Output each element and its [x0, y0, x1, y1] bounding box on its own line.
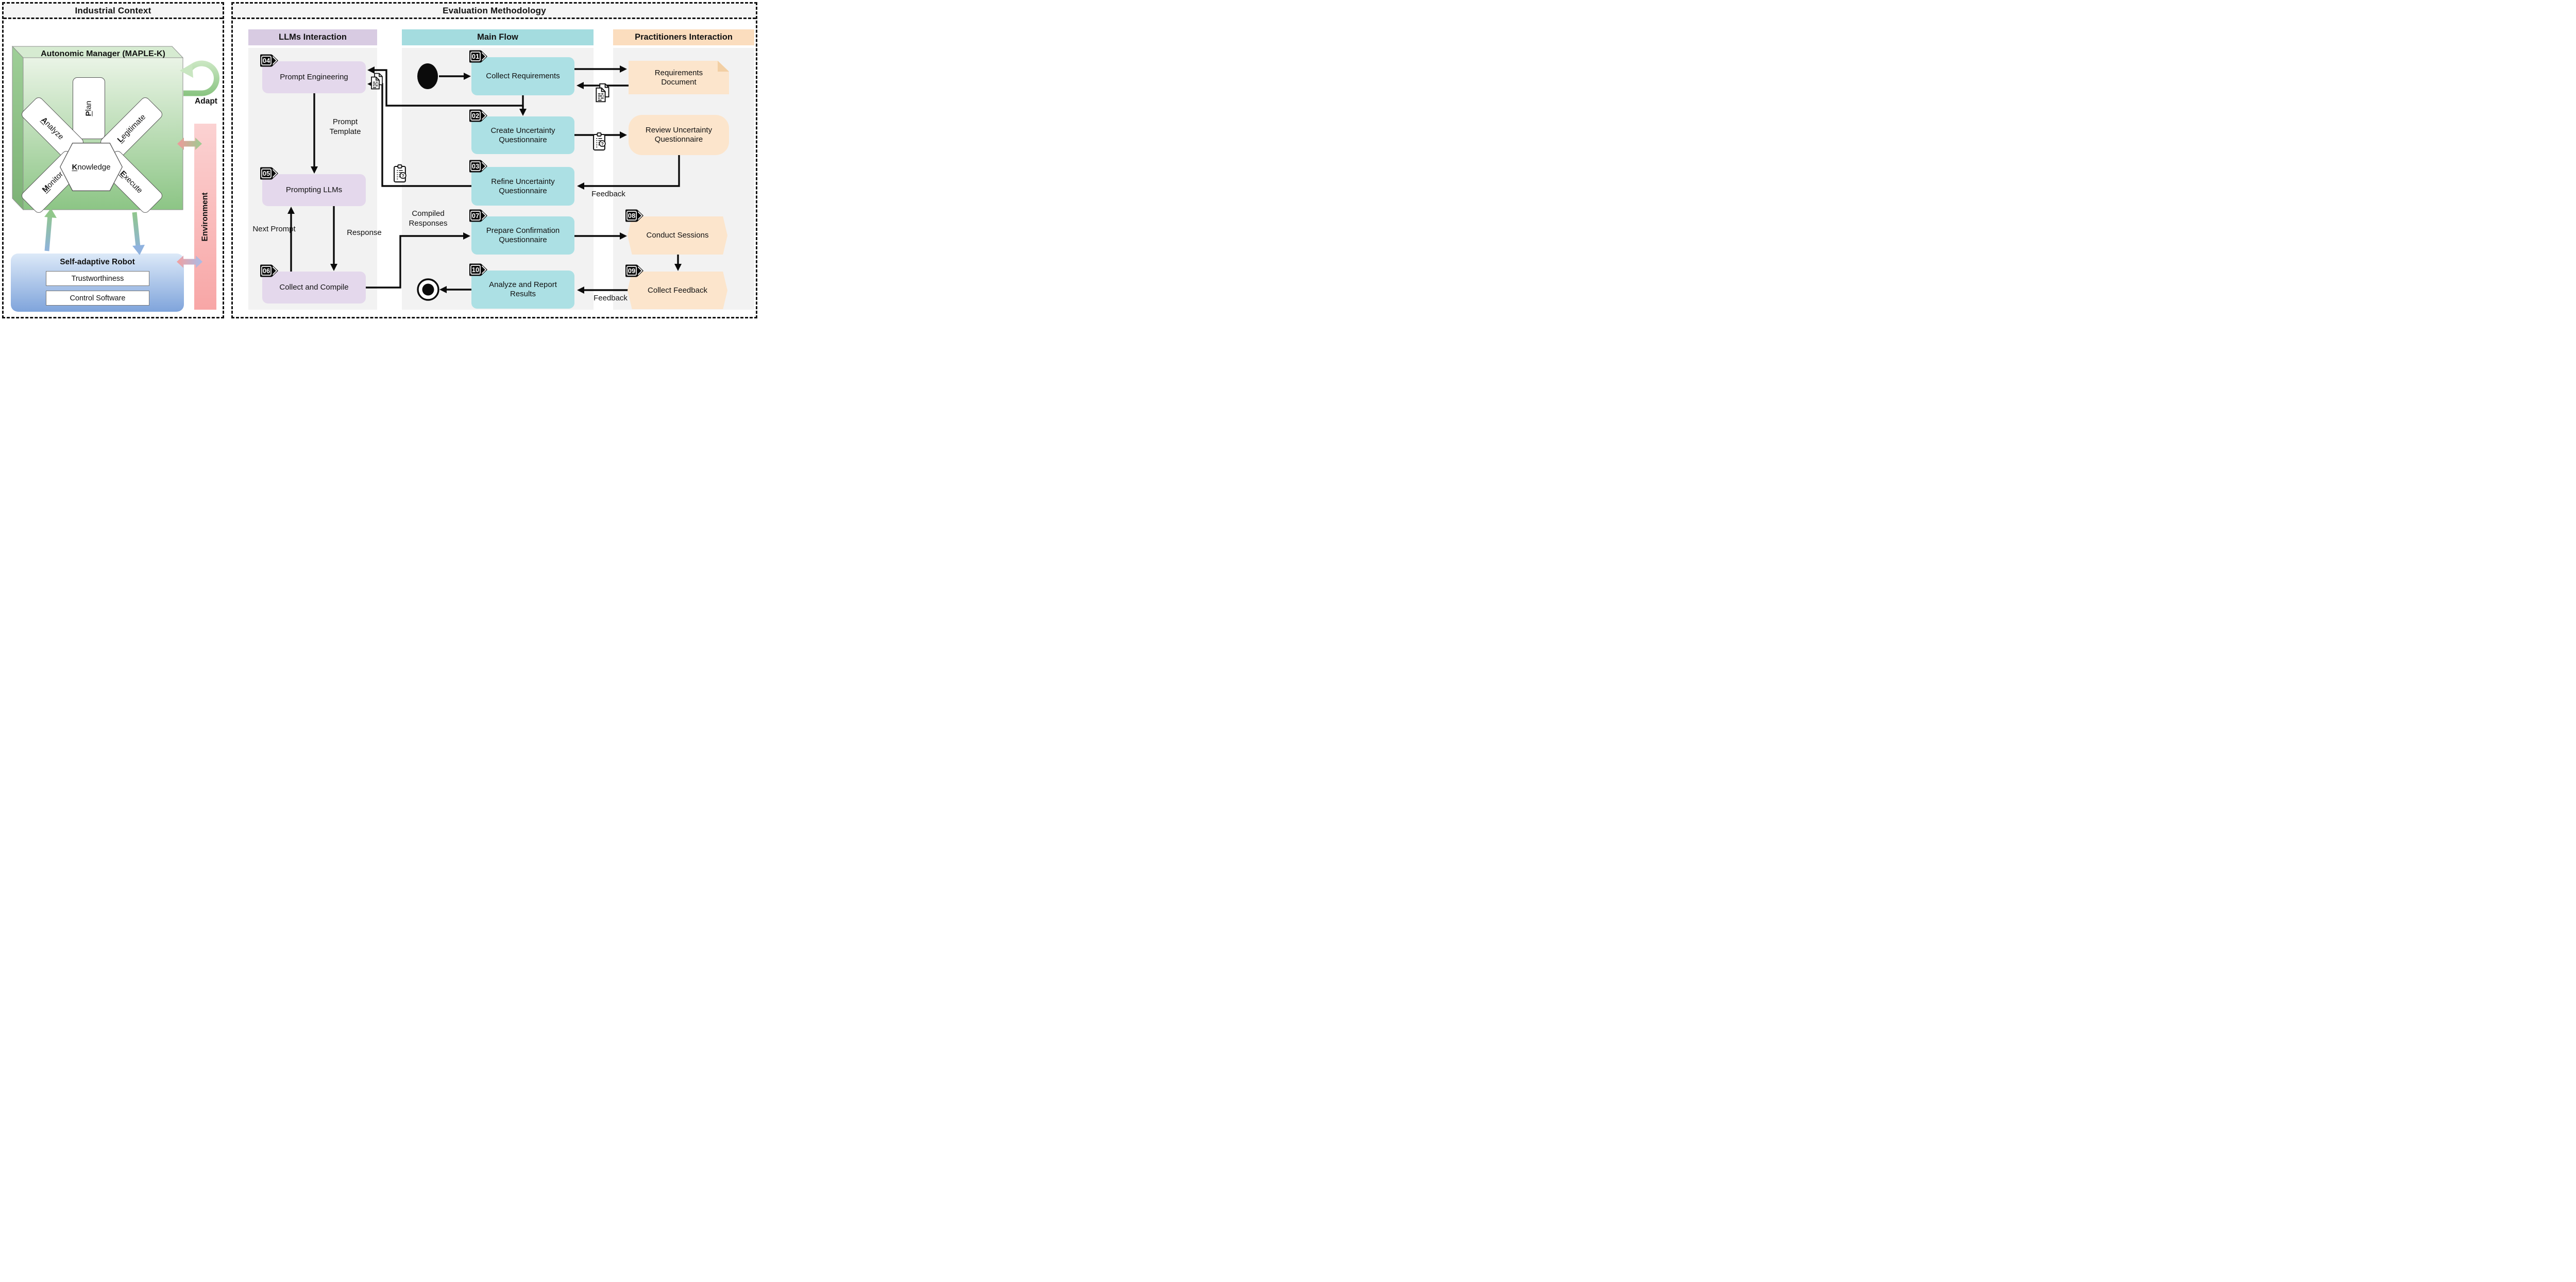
- hexagon-shape: [628, 272, 727, 309]
- column-header-main-flow: Main Flow: [402, 29, 594, 45]
- industrial-context-title: Industrial Context: [4, 4, 223, 19]
- column-header-llms-interaction: LLMs Interaction: [248, 29, 377, 45]
- node-prepare-confirmation-questionnaire: Prepare Confirmation Questionnaire: [471, 216, 574, 255]
- node-review-uncertainty-questionnaire: Review Uncertainty Questionnaire: [629, 115, 729, 155]
- edge-collect-requirements-branch: [367, 66, 527, 116]
- edge-review-uq-to-refine-uq: [577, 155, 680, 190]
- start-node: [417, 63, 438, 89]
- column-header-practitioners-interaction: Practitioners Interaction: [613, 29, 754, 45]
- edge-conduct-sessions-to-collect-feedback: [674, 255, 682, 271]
- environment-manager-double-arrow: [177, 138, 202, 150]
- edge-prompt-engineering-to-prompting-llms: [311, 93, 318, 174]
- documents-icon: [370, 73, 384, 90]
- document-shape: [629, 61, 729, 94]
- svg-text:02: 02: [472, 112, 479, 120]
- edge-collect-compile-to-prepare-cq: [366, 232, 470, 289]
- node-prompting-llms: Prompting LLMs: [262, 174, 366, 206]
- badge-step-01: 01: [468, 49, 488, 63]
- edge-collect-requirements-to-requirements-document: [574, 65, 627, 73]
- industrial-context-panel: Industrial Context: [2, 2, 224, 318]
- edge-label-response: Response: [347, 228, 382, 237]
- badge-step-04: 04: [259, 54, 279, 68]
- documents-icon: [595, 83, 611, 103]
- svg-text:10: 10: [472, 266, 479, 274]
- badge-step-03: 03: [468, 159, 488, 173]
- edge-refine-uq-to-prompt-engineering: [367, 80, 471, 187]
- robot-item-trustworthiness: Trustworthiness: [46, 271, 149, 286]
- svg-text:04: 04: [263, 57, 270, 64]
- edge-label-compiled-responses: Compiled Responses: [409, 209, 448, 228]
- edge-label-feedback-review: Feedback: [591, 190, 625, 198]
- execute-down-arrow: [132, 212, 145, 255]
- edge-label-prompt-template: Prompt Template: [329, 117, 361, 136]
- node-refine-uncertainty-questionnaire: Refine Uncertainty Questionnaire: [471, 167, 574, 206]
- adapt-loop-arrow: [180, 60, 219, 96]
- svg-text:06: 06: [263, 267, 270, 275]
- questionnaire-clipboard-icon: ?: [393, 164, 408, 183]
- node-collect-feedback: Collect Feedback: [628, 272, 727, 309]
- svg-text:?: ?: [401, 173, 404, 178]
- adapt-arrowhead: [180, 63, 193, 78]
- edge-collect-feedback-to-analyze-report: [577, 286, 630, 294]
- badge-step-09: 09: [624, 264, 644, 278]
- edge-prepare-cq-to-conduct-sessions: [574, 232, 627, 240]
- node-conduct-sessions: Conduct Sessions: [628, 216, 727, 255]
- hexagon-shape: [628, 216, 727, 255]
- svg-text:03: 03: [472, 162, 479, 170]
- edge-prompting-llms-to-collect-compile: [330, 206, 337, 271]
- environment-robot-double-arrow: [177, 256, 202, 268]
- evaluation-methodology-title: Evaluation Methodology: [233, 4, 756, 19]
- robot-title: Self-adaptive Robot: [60, 258, 135, 266]
- adapt-label: Adapt: [195, 97, 217, 106]
- node-collect-and-compile: Collect and Compile: [262, 272, 366, 303]
- node-analyze-and-report-results: Analyze and Report Results: [471, 271, 574, 309]
- badge-step-02: 02: [468, 109, 488, 123]
- badge-step-07: 07: [468, 209, 488, 223]
- edge-start-to-collect-requirements: [439, 73, 471, 80]
- svg-text:?: ?: [601, 141, 603, 146]
- robot-item-control-software: Control Software: [46, 291, 149, 306]
- final-node: [417, 278, 439, 301]
- svg-text:07: 07: [472, 212, 479, 220]
- badge-step-05: 05: [259, 166, 279, 180]
- node-requirements-document: Requirements Document: [629, 61, 729, 94]
- monitor-up-arrow: [44, 208, 57, 251]
- svg-text:05: 05: [263, 170, 270, 177]
- maple-card-knowledge: Knowledge: [60, 143, 123, 191]
- autonomic-manager-title: Autonomic Manager (MAPLE-K): [41, 49, 165, 58]
- badge-step-10: 10: [468, 263, 488, 277]
- edge-label-feedback-collect: Feedback: [594, 294, 628, 302]
- badge-step-06: 06: [259, 264, 279, 278]
- badge-step-08: 08: [624, 209, 644, 223]
- node-collect-requirements: Collect Requirements: [471, 57, 574, 95]
- environment-bar: Environment: [194, 124, 216, 310]
- edge-analyze-report-to-final: [439, 286, 471, 293]
- svg-text:08: 08: [628, 212, 635, 220]
- questionnaire-clipboard-icon: ?: [592, 132, 607, 151]
- node-create-uncertainty-questionnaire: Create Uncertainty Questionnaire: [471, 116, 574, 154]
- edge-label-next-prompt: Next Prompt: [252, 225, 296, 233]
- edge-collect-compile-to-prompting-llms: [287, 207, 295, 272]
- self-adaptive-robot-box: Self-adaptive Robot Trustworthiness Cont…: [11, 254, 184, 312]
- svg-text:01: 01: [472, 53, 479, 60]
- evaluation-methodology-panel: Evaluation Methodology: [231, 2, 757, 318]
- svg-text:09: 09: [628, 267, 635, 275]
- node-prompt-engineering: Prompt Engineering: [262, 61, 366, 93]
- figure-canvas: Industrial Context Evaluation Methodolog…: [0, 0, 759, 320]
- maple-card-plan: Plan: [73, 77, 105, 139]
